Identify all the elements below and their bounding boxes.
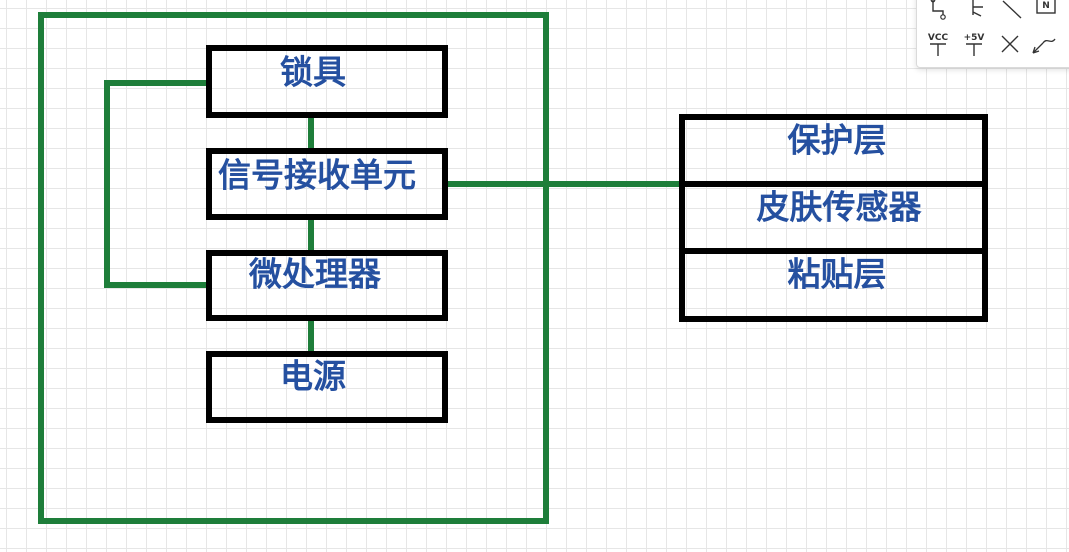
plus5v-tool[interactable]: +5V [961, 31, 989, 59]
cross-tool[interactable] [997, 31, 1025, 59]
adhesive-layer-label: 粘贴层 [787, 254, 887, 294]
vcc-text: VCC [928, 33, 949, 43]
transistor-tool[interactable] [963, 0, 991, 25]
n-terminal-icon: N [1036, 0, 1056, 14]
diagonal-line-icon [1002, 0, 1022, 19]
pen-curve-icon [1032, 38, 1056, 54]
pen-curve-tool[interactable] [1029, 31, 1057, 59]
cross-icon [1001, 35, 1019, 53]
protective-layer-label: 保护层 [787, 120, 887, 160]
receiver-box[interactable] [206, 148, 448, 220]
probe-icon [930, 0, 946, 20]
device-outline[interactable] [38, 12, 549, 524]
n-terminal-text: N [1042, 1, 1050, 11]
lock-box[interactable] [206, 45, 448, 118]
mcu-label: 微处理器 [249, 254, 381, 294]
vcc-tool[interactable]: VCC [925, 31, 953, 59]
mcu-box[interactable] [206, 250, 448, 321]
transistor-icon [972, 0, 983, 17]
vcc-icon: VCC [928, 33, 949, 56]
shape-palette: N VCC +5V [916, 0, 1069, 68]
power-label: 电源 [280, 356, 346, 396]
receiver-label: 信号接收单元 [218, 155, 416, 195]
plus5v-text: +5V [964, 33, 985, 43]
power-box[interactable] [206, 351, 448, 423]
probe-tool[interactable] [925, 0, 953, 25]
lock-label: 锁具 [280, 52, 346, 92]
skin-sensor-label: 皮肤传感器 [756, 187, 922, 227]
line-tool[interactable] [999, 0, 1027, 25]
plus5v-icon: +5V [964, 33, 985, 56]
n-terminal-tool[interactable]: N [1033, 0, 1061, 23]
connector-lock-mcu-loop[interactable] [104, 80, 211, 288]
patch-stack-box[interactable] [679, 114, 988, 322]
